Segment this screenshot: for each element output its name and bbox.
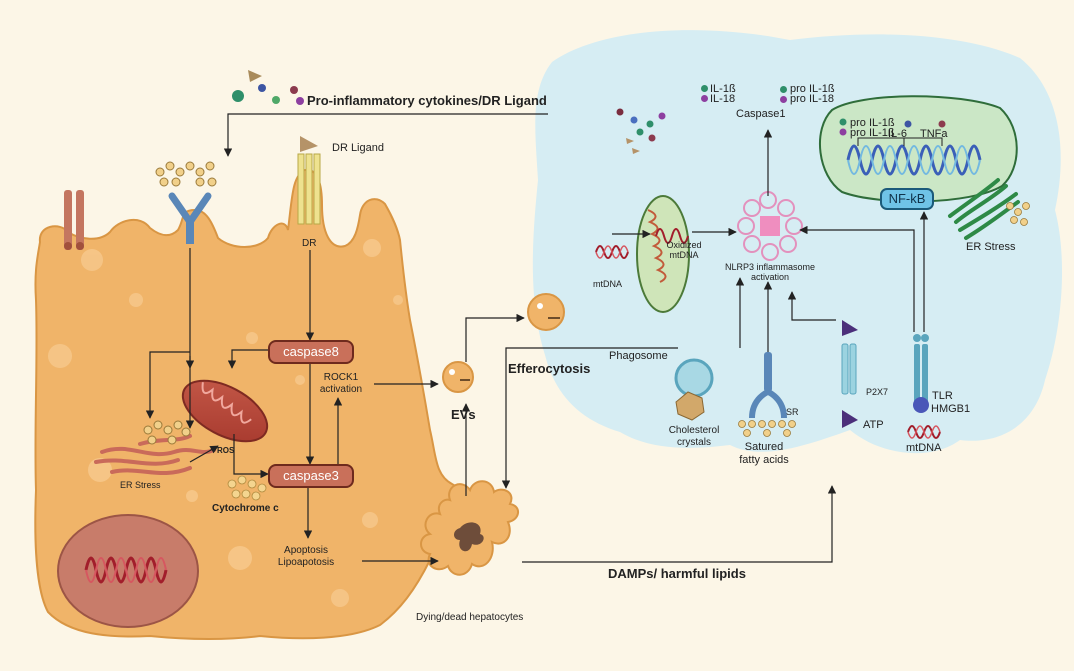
phagosome-label: Phagosome xyxy=(609,350,668,362)
macrophage-er xyxy=(948,178,1020,240)
pro-il18-dot xyxy=(780,96,787,103)
nuc-pro-il18-label: pro IL-1ß xyxy=(850,127,895,139)
rock1-label: ROCK1 activation xyxy=(319,372,363,395)
nuc-pro-il1b-label: pro IL-1ß xyxy=(850,117,895,129)
nfkb-box: NF-kB xyxy=(880,188,934,210)
efferocytosis-label: Efferocytosis xyxy=(508,361,591,376)
p2x7-receptor xyxy=(841,320,858,428)
nlrp3-label: NLRP3 inflammasome activation xyxy=(724,262,816,283)
mtdna-label: mtDNA xyxy=(593,279,622,289)
il6-label: IL-6 xyxy=(888,128,907,140)
caspase3-box: caspase3 xyxy=(268,464,354,488)
macrophage-mitochondrion xyxy=(636,195,690,313)
dr-ligand-label: DR Ligand xyxy=(332,142,384,154)
oxidized-mtdna-label: Oxidized mtDNA xyxy=(666,240,702,261)
macrophage-nucleus xyxy=(819,95,1018,203)
fatty-acids-label: Satured fatty acids xyxy=(739,441,789,466)
il1b-dot xyxy=(701,85,708,92)
apoptosis-label: Apoptosis Lipoapotosis xyxy=(277,545,335,568)
hep-er-stress-label: ER Stress xyxy=(120,480,161,490)
il18-label: IL-18 xyxy=(710,93,736,105)
ev-vesicle-2 xyxy=(527,293,565,331)
caspase1-label: Caspase1 xyxy=(736,108,786,120)
tlr-label: TLR xyxy=(932,390,953,402)
sr-receptor xyxy=(749,352,787,419)
hmgb1-label: HMGB1 xyxy=(931,403,971,415)
ros-label: ROS xyxy=(217,446,235,455)
macrophage-cytokine-dots xyxy=(616,108,666,154)
cytochrome-label: Cytochrome c xyxy=(212,503,279,514)
membrane-channel xyxy=(64,190,84,250)
cholesterol-label: Cholesterol crystals xyxy=(668,425,720,448)
phagosome xyxy=(674,358,714,421)
il1b-label: IL-1ß xyxy=(710,83,736,95)
dr-label: DR xyxy=(302,238,317,249)
cytokine-dots xyxy=(232,70,304,105)
mac-er-stress-label: ER Stress xyxy=(966,241,1016,253)
hepatocyte-nucleus xyxy=(57,514,199,628)
pro-il1b-dot xyxy=(780,86,787,93)
sr-label: SR xyxy=(786,407,799,417)
hepatocyte-mitochondrion xyxy=(181,379,269,443)
ev-vesicle-1 xyxy=(442,361,474,393)
caspase8-box: caspase8 xyxy=(268,340,354,364)
cytokines-label: Pro-inflammatory cytokines/DR Ligand xyxy=(307,93,547,108)
evs-label: EVs xyxy=(451,407,476,422)
tlr-receptor xyxy=(913,334,929,413)
pro-il1b-label: pro IL-1ß xyxy=(790,83,835,95)
cytokine-receptor xyxy=(168,192,212,244)
dying-label: Dying/dead hepatocytes xyxy=(416,612,524,623)
dr-receptor xyxy=(297,136,321,225)
il18-dot xyxy=(701,95,708,102)
pro-il18-label: pro IL-18 xyxy=(790,93,835,105)
p2x7-label: P2X7 xyxy=(866,387,889,397)
damps-label: DAMPs/ harmful lipids xyxy=(608,566,746,581)
atp-label: ATP xyxy=(863,419,884,431)
nlrp3-inflammasome xyxy=(737,191,803,261)
tnfa-label: TNFa xyxy=(920,128,948,140)
tlr-mtdna-label: mtDNA xyxy=(906,442,942,454)
